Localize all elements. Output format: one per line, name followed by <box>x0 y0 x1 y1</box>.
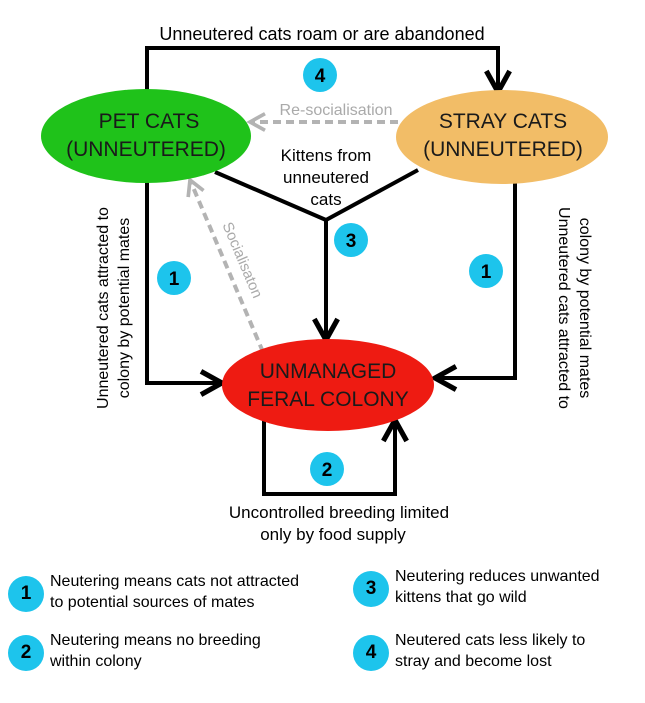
kittens-label-line1: Kittens from <box>281 146 372 165</box>
svg-text:1: 1 <box>481 262 492 283</box>
legend-text-line: Neutered cats less likely to <box>395 632 586 649</box>
legend-item-4: 4 Neutered cats less likely to stray and… <box>353 630 638 676</box>
kittens-line-stray <box>325 168 419 222</box>
roam-arrow <box>145 46 498 118</box>
pet-to-feral-arrow <box>145 180 222 383</box>
badge-1-right: 1 <box>469 254 503 288</box>
svg-text:1: 1 <box>169 269 180 290</box>
breeding-label-line2: only by food supply <box>260 525 406 544</box>
legend-text-line: kittens that go wild <box>395 589 527 606</box>
stray-cats-node <box>396 90 608 184</box>
pet-cats-node <box>41 89 251 183</box>
legend-text: Neutering means no breeding within colon… <box>50 630 261 672</box>
legend-text-line: Neutering reduces unwanted <box>395 568 600 585</box>
breeding-loop-arrow <box>262 418 395 496</box>
stray-to-feral-arrow <box>435 180 517 378</box>
socialisation-arrow <box>190 180 265 353</box>
badge-4: 4 <box>303 58 337 92</box>
socialisation-label: Socialisaton <box>219 220 266 301</box>
legend-item-3: 3 Neutering reduces unwanted kittens tha… <box>353 566 638 612</box>
badge-3: 3 <box>334 223 368 257</box>
pet-cats-label-line2: (UNNEUTERED) <box>66 138 226 161</box>
pet-cats-label-line1: PET CATS <box>99 110 200 133</box>
svg-text:3: 3 <box>346 231 357 252</box>
roam-label: Unneutered cats roam or are abandoned <box>159 24 484 44</box>
legend-text-line: Neutering means no breeding <box>50 632 261 649</box>
feral-colony-label-line1: UNMANAGED <box>260 360 397 383</box>
stray-cats-label-line1: STRAY CATS <box>439 110 567 133</box>
kittens-line-pet <box>214 170 327 222</box>
resocialisation-label: Re-socialisation <box>280 102 393 119</box>
legend-item-1: 1 Neutering means cats not attracted to … <box>8 571 338 617</box>
feral-colony-label-line2: FERAL COLONY <box>247 388 408 411</box>
legend-text: Neutered cats less likely to stray and b… <box>395 630 585 672</box>
legend-item-2: 2 Neutering means no breeding within col… <box>8 630 338 676</box>
kittens-label-line2: unneutered <box>283 168 369 187</box>
left-vertical-label-line1: Unneutered cats attracted to <box>95 207 112 409</box>
legend-text-line: Neutering means cats not attracted <box>50 573 300 590</box>
legend-badge: 3 <box>353 571 389 607</box>
svg-text:2: 2 <box>322 460 333 481</box>
legend-text: Neutering reduces unwanted kittens that … <box>395 566 600 608</box>
left-vertical-label-line2: colony by potential mates <box>116 218 133 399</box>
legend-text-line: within colony <box>50 653 142 670</box>
right-vertical-label-line1: Unneutered cats attracted to <box>555 207 572 409</box>
legend-text-line: to potential sources of mates <box>50 594 255 611</box>
legend-text-line: stray and become lost <box>395 653 552 670</box>
legend-badge: 2 <box>8 635 44 671</box>
breeding-label-line1: Uncontrolled breeding limited <box>229 503 449 522</box>
badge-2: 2 <box>310 452 344 486</box>
kittens-label-line3: cats <box>310 190 341 209</box>
feral-colony-node <box>222 339 434 431</box>
legend-badge: 1 <box>8 576 44 612</box>
legend-text: Neutering means cats not attracted to po… <box>50 571 299 613</box>
legend-badge: 4 <box>353 635 389 671</box>
svg-text:4: 4 <box>315 66 326 87</box>
stray-cats-label-line2: (UNNEUTERED) <box>423 138 583 161</box>
right-vertical-label-line2: colony by potential mates <box>576 218 593 399</box>
badge-1-left: 1 <box>157 261 191 295</box>
